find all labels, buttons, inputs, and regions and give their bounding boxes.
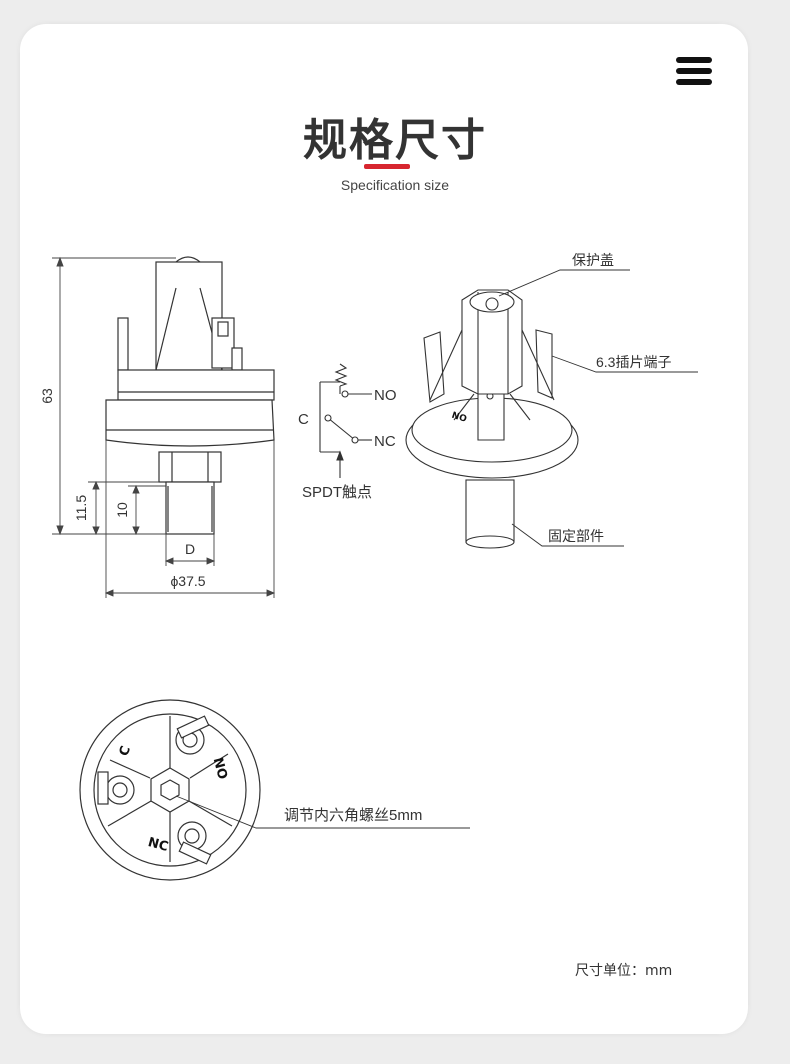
dimension-lines: [52, 256, 276, 598]
fitting-callout-label: 固定部件: [548, 528, 604, 544]
hex-callout-label: 调节内六角螺丝5mm: [284, 807, 422, 824]
body-no-marking: NO: [450, 411, 468, 425]
body-diameter-label: ϕ37.5: [170, 573, 205, 589]
bottom-view: [79, 699, 261, 881]
page-subtitle: Specification size: [340, 177, 450, 193]
menu-icon[interactable]: [676, 57, 712, 85]
page-title: 规格尺寸: [303, 115, 487, 166]
title-accent-bar: [364, 164, 410, 169]
callout-leaders: [498, 269, 698, 547]
schematic-nc-label: NC: [374, 433, 396, 450]
bottom-no-marking: NO: [210, 756, 230, 781]
spdt-schematic: [319, 363, 372, 478]
terminal-callout-label: 6.3插片端子: [596, 354, 671, 370]
arrow-head: [56, 525, 64, 536]
side-view: [105, 256, 275, 535]
cap-callout-label: 保护盖: [572, 252, 614, 268]
schematic-c-label: C: [298, 411, 309, 428]
thread-length-label: 11.5: [73, 495, 89, 521]
perspective-view: [405, 289, 579, 549]
bottom-nc-marking: NC: [146, 835, 170, 855]
thread-diameter-label: D: [185, 541, 195, 557]
thread-engage-label: 10: [114, 502, 130, 518]
arrow-head: [56, 256, 64, 267]
schematic-no-label: NO: [374, 387, 397, 404]
schematic-caption: SPDT触点: [302, 484, 372, 501]
hex-leader-line: [175, 795, 470, 829]
unit-note: 尺寸单位：mm: [575, 963, 673, 979]
height-dimension-label: 63: [39, 388, 55, 404]
